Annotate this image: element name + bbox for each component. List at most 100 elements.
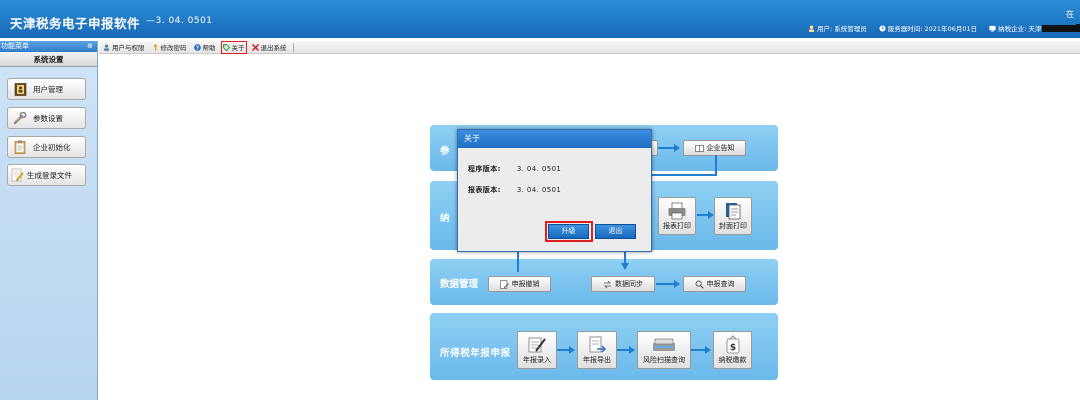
report-version-value: 3. 04. 0501 (516, 186, 562, 194)
sidebar: 功能菜单 ⊕ 系统设置 用户管理 参数设置 企业初始化 生成登录文件 (0, 41, 98, 400)
toolbar-exit-system[interactable]: 退出系统 (251, 42, 288, 53)
flow-panel-filing-title: 纳 (440, 213, 450, 224)
enterprise-notice-button[interactable]: 企业告知 (683, 140, 746, 156)
arrow-right-icon (656, 280, 680, 288)
filing-query-button[interactable]: 申报查询 (683, 276, 746, 292)
file-pencil-icon (11, 168, 25, 182)
revoke-filing-button[interactable]: 申报撤销 (488, 276, 551, 292)
upgrade-button[interactable]: 升级 (548, 224, 589, 239)
arrow-right-icon (691, 346, 711, 354)
toolbar-separator (292, 42, 294, 52)
arrow-right-icon (617, 346, 635, 354)
sidebar-item-label: 企业初始化 (33, 142, 71, 152)
upgrade-highlight (545, 221, 593, 242)
program-version-row: 程序版本: 3. 04. 0501 (468, 164, 561, 174)
about-dialog-title: 关于 (458, 130, 651, 148)
header-corner-text: 在 (1066, 10, 1074, 19)
user-icon (808, 24, 815, 32)
toolbar-item-label: 帮助 (202, 44, 216, 52)
current-user: 用户: 系统管理员 (808, 23, 867, 33)
cover-print-button[interactable]: 封面打印 (714, 197, 752, 235)
sidebar-item-user-management[interactable]: 用户管理 (7, 78, 86, 100)
toolbar-help[interactable]: ? 帮助 (193, 42, 217, 53)
help-icon: ? (193, 43, 201, 51)
wrench-icon (13, 111, 27, 125)
header-divider (0, 38, 1080, 41)
app-version: —3. 04. 0501 (146, 16, 213, 26)
arrow-right-icon (658, 144, 680, 152)
annual-export-label: 年报导出 (583, 356, 611, 364)
sidebar-menu-title-text: 功能菜单 (1, 42, 29, 50)
report-version-row: 报表版本:3. 04. 0501 (468, 185, 561, 195)
sidebar-item-enterprise-init[interactable]: 企业初始化 (7, 136, 86, 158)
pay-tax-button[interactable]: $ 纳税缴款 (713, 331, 752, 369)
data-sync-label: 数据同步 (615, 280, 643, 288)
close-icon (251, 43, 259, 51)
tag-icon (222, 43, 230, 51)
money-bag-icon: $ (726, 335, 739, 354)
toolbar-item-label: 修改密码 (160, 44, 187, 52)
header-info-bar: 用户: 系统管理员 服务器时间: 2021年06月01日 纳税企业: 天津 (808, 23, 1080, 33)
about-dialog: 关于 程序版本:3. 04. 0501 报表版本:3. 04. 0501 升级 … (457, 129, 652, 252)
toolbar-change-password[interactable]: 修改密码 (151, 42, 188, 53)
redacted-block (1042, 24, 1080, 32)
program-version-label: 程序版本: (468, 165, 501, 173)
program-version-value: 3. 04. 0501 (516, 165, 562, 173)
monitor-icon (989, 25, 996, 32)
key-icon (153, 43, 157, 51)
sidebar-item-label: 生成登录文件 (27, 170, 72, 180)
sidebar-item-label: 用户管理 (33, 84, 63, 94)
exit-dialog-button[interactable]: 退出 (595, 224, 636, 239)
scanner-icon (653, 338, 675, 351)
filing-query-label: 申报查询 (706, 280, 735, 288)
connector-line (646, 155, 717, 176)
risk-scan-query-button[interactable]: 风险扫描查询 (637, 331, 691, 369)
risk-scan-query-label: 风险扫描查询 (643, 356, 685, 364)
search-icon (695, 280, 704, 289)
sidebar-item-label: 参数设置 (33, 113, 63, 123)
sidebar-item-parameter-settings[interactable]: 参数设置 (7, 107, 86, 129)
toolbar-item-label: 退出系统 (260, 44, 287, 52)
printer-icon (668, 202, 686, 220)
user-book-icon (13, 82, 27, 96)
server-time-text: 服务器时间: 2021年06月01日 (887, 25, 978, 33)
connector-line (517, 250, 519, 272)
clock-icon (879, 24, 886, 32)
toolbar-item-label: 关于 (231, 44, 245, 52)
redacted-block-edge (1076, 24, 1080, 31)
flow-panel-parameters-title: 参 (440, 146, 450, 157)
pin-icon[interactable]: ⊕ (87, 42, 93, 50)
sync-icon (604, 280, 611, 288)
toolbar-about[interactable]: 关于 (220, 40, 247, 54)
current-user-text: 用户: 系统管理员 (817, 25, 867, 33)
sidebar-section-title[interactable]: 系统设置 (0, 52, 97, 67)
book-icon (694, 144, 704, 152)
app-title: 天津税务电子申报软件 (10, 16, 141, 31)
pay-tax-label: 纳税缴款 (718, 356, 747, 364)
flow-panel-data-management-title: 数据管理 (440, 279, 479, 290)
document-stack-icon (726, 203, 741, 220)
app-header: 天津税务电子申报软件 —3. 04. 0501 在 用户: 系统管理员 服务器时… (0, 0, 1080, 38)
toolbar-user-permissions[interactable]: 用户与权限 (102, 42, 146, 53)
document-edit-icon (499, 279, 509, 289)
taxpayer: 纳税企业: 天津 (989, 23, 1080, 33)
arrow-right-icon (697, 211, 714, 219)
annual-entry-label: 年报录入 (523, 356, 551, 364)
arrow-right-icon (557, 346, 575, 354)
cover-print-label: 封面打印 (719, 222, 747, 230)
svg-text:?: ? (195, 45, 198, 51)
arrow-down-icon (621, 250, 629, 270)
svg-text:$: $ (729, 343, 735, 353)
report-print-button[interactable]: 报表打印 (658, 197, 696, 235)
enterprise-notice-label: 企业告知 (706, 144, 735, 152)
toolbar: 用户与权限 修改密码 ? 帮助 关于 退出系统 (99, 40, 1080, 54)
sidebar-menu-title: 功能菜单 ⊕ (0, 41, 97, 52)
data-sync-button[interactable]: 数据同步 (591, 276, 655, 292)
sidebar-item-generate-login-file[interactable]: 生成登录文件 (7, 164, 86, 186)
annual-export-button[interactable]: 年报导出 (577, 331, 617, 369)
revoke-filing-label: 申报撤销 (511, 280, 540, 288)
annual-entry-button[interactable]: 年报录入 (517, 331, 557, 369)
report-print-label: 报表打印 (663, 222, 691, 230)
user-icon (103, 43, 110, 51)
toolbar-item-label: 用户与权限 (112, 44, 145, 52)
